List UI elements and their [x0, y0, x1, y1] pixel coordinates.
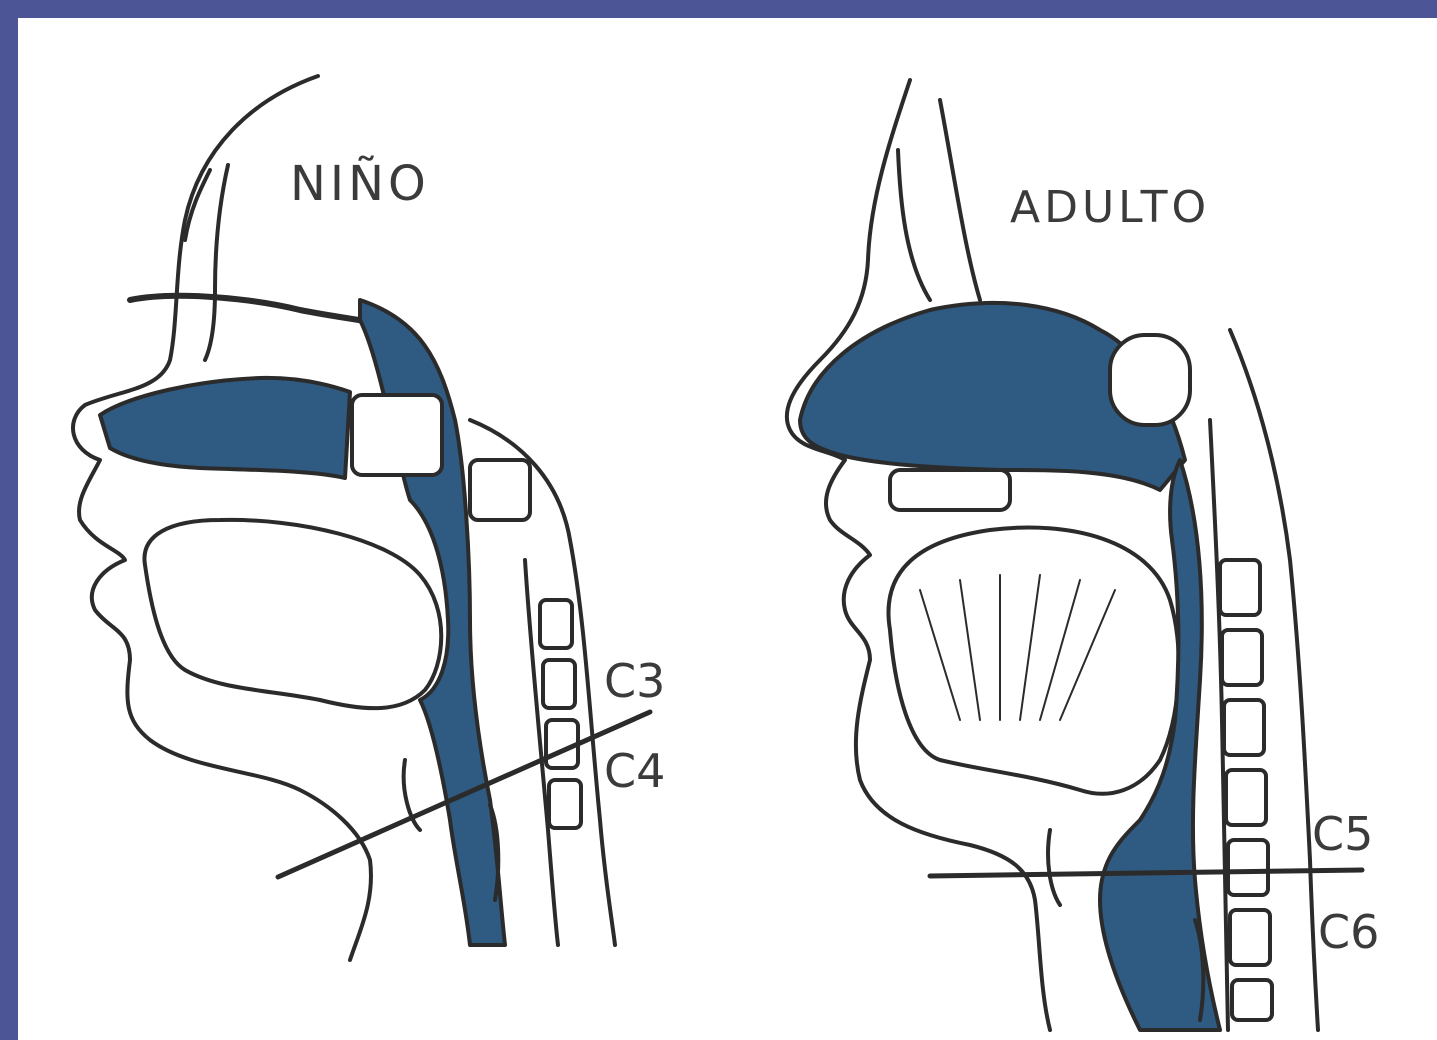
airway-comparison-diagram: NIÑO C3 C4 — [18, 18, 1437, 1040]
adult-title: ADULTO — [1010, 182, 1210, 233]
adult-vertebra — [1228, 840, 1268, 895]
adult-level-line — [930, 870, 1362, 876]
child-vertebra-label: C4 — [604, 744, 665, 798]
child-nasal-cavity — [100, 378, 350, 478]
child-title: NIÑO — [290, 156, 430, 212]
adult-vertebra — [1230, 910, 1270, 965]
adult-vertebra — [1226, 770, 1266, 825]
child-vertebra — [540, 600, 572, 648]
child-vertebra-label: C3 — [604, 654, 665, 708]
diagram-panel: NIÑO C3 C4 — [18, 18, 1437, 1040]
child-tongue — [144, 520, 441, 708]
adult-vertebra-label: C6 — [1318, 905, 1379, 959]
child-vertebra — [543, 660, 575, 708]
adult-vertebra — [1224, 700, 1264, 755]
adult-vertebra — [1220, 560, 1260, 615]
child-vertebra — [549, 780, 581, 828]
adult-vertebra — [1232, 980, 1272, 1020]
adult-vertebra — [1222, 630, 1262, 685]
adult-tongue — [888, 528, 1178, 794]
adult-vertebra-label: C5 — [1312, 807, 1373, 861]
